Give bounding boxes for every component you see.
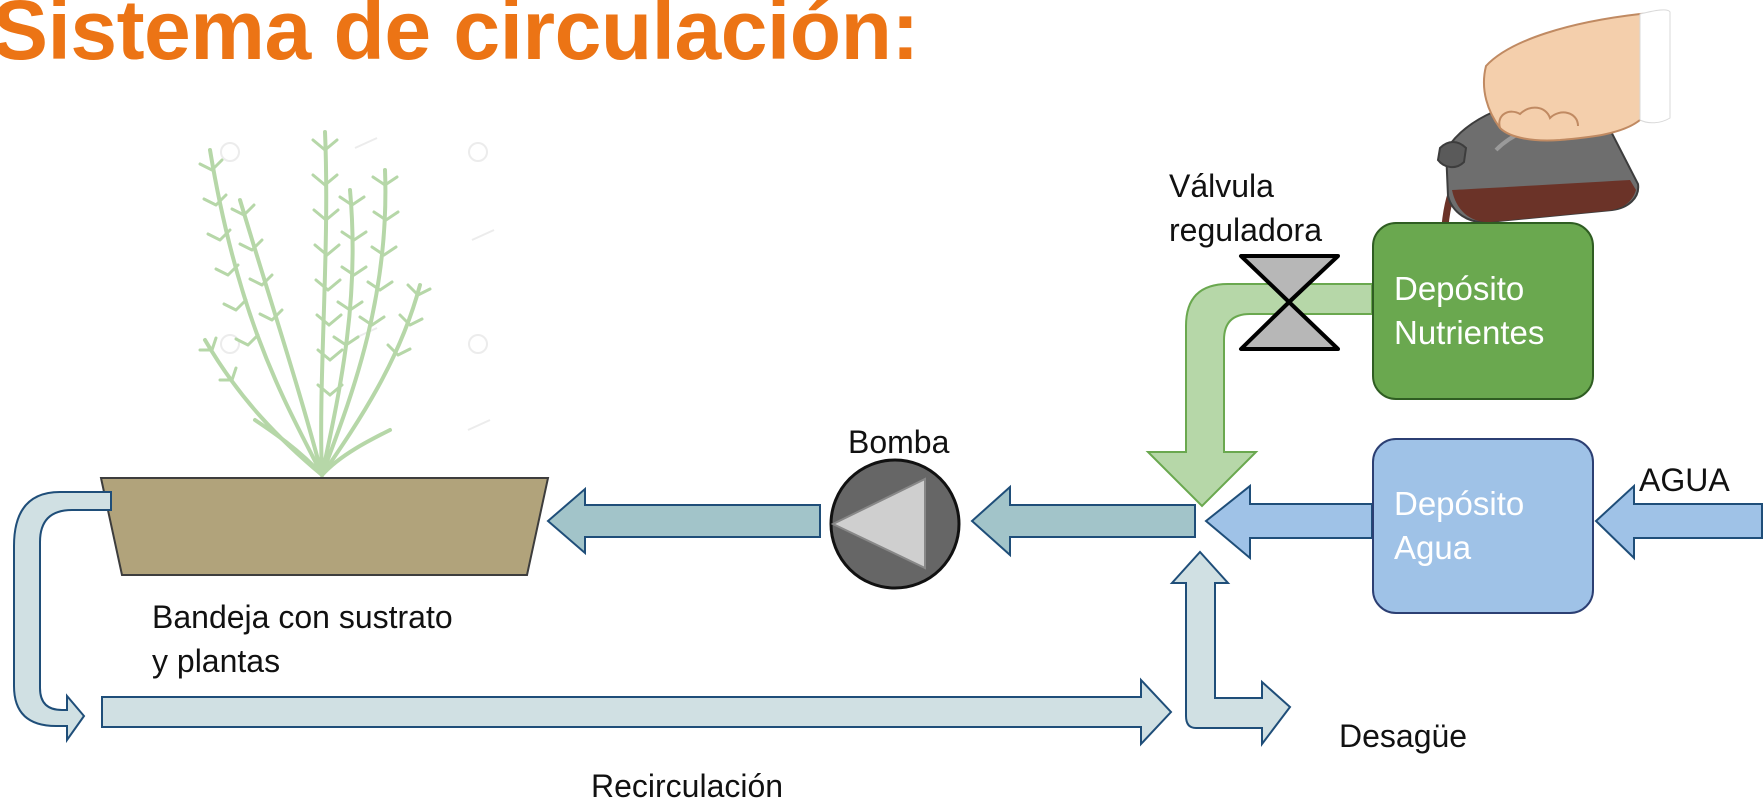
water-input-arrow (1594, 483, 1763, 561)
water-tank-line2: Agua (1394, 529, 1472, 566)
nutrient-tank-box: Depósito Nutrientes (1372, 222, 1594, 400)
valve-label-line1: Válvula (1169, 168, 1274, 204)
valve-label: Válvula reguladora (1169, 164, 1322, 252)
watermark-marks (220, 137, 495, 431)
feed-arrow-to-pump (970, 484, 1196, 558)
nutrient-tank-line1: Depósito (1394, 270, 1525, 307)
page-title: Sistema de circulación: (0, 0, 919, 77)
drain-label: Desagüe (1339, 718, 1468, 754)
feed-arrow-to-tray (546, 486, 821, 556)
tray-label-line2: y plantas (152, 643, 281, 679)
hand-pouring-icon (1436, 9, 1671, 227)
tray-label-line1: Bandeja con sustrato (152, 599, 453, 635)
tray-label: Bandeja con sustrato y plantas (152, 595, 453, 683)
tray (99, 477, 550, 576)
water-tank-box: Depósito Agua (1372, 438, 1594, 614)
recirculation-elbow (13, 491, 112, 744)
pump-label: Bomba (848, 424, 950, 460)
valve-label-line2: reguladora (1169, 212, 1322, 248)
water-arrow-to-junction (1204, 483, 1373, 561)
plant-icon (198, 130, 432, 477)
pump-icon (829, 458, 961, 590)
nutrient-pipe (1145, 283, 1373, 508)
water-tank-line1: Depósito (1394, 485, 1525, 522)
drain-arrow (1169, 550, 1292, 747)
recirculation-arrow (101, 677, 1173, 747)
nutrient-tank-line2: Nutrientes (1394, 314, 1545, 351)
valve-icon (1239, 254, 1340, 351)
recirculation-label: Recirculación (591, 768, 784, 804)
water-input-label: AGUA (1639, 462, 1730, 498)
